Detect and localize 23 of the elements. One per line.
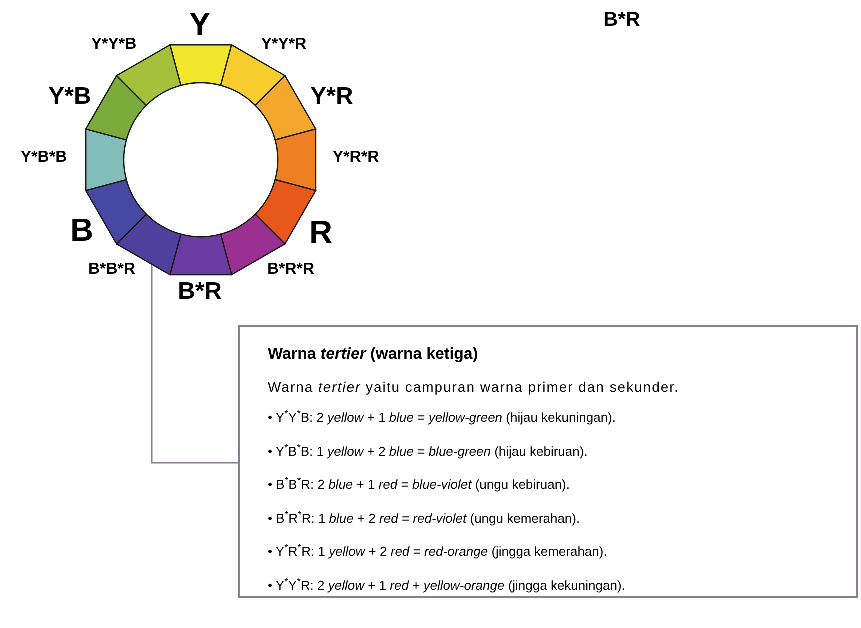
color-label: Y*Y*B [91,37,137,53]
color-label: Y*B*B [20,150,68,166]
bullet-item: • Y$^{*}$B$^{*}$B: 1 yellow + 2 blue = blue-green (hijau kebiruan). [268,442,588,461]
color-label: Y*B [48,85,92,109]
text-panel [238,325,858,598]
color-label: Y*Y*R [261,37,307,53]
bullet-item: • B$^{*}$R$^{*}$R: 1 blue + 2 red = red-violet (ungu kemerahan). [268,508,580,528]
color-label: B*B*R [88,262,136,278]
color-label: B*R*R [267,262,315,278]
bullet-item: • Y$^{*}$Y$^{*}$R: 2 yellow + 1 red + yellow-orange (jingga kekuningan). [268,576,626,595]
bullet-item: • B$^{*}$B$^{*}$R: 2 blue + 1 red = blue-violet (ungu kebiruan). [268,475,570,494]
bullet-item: • Y$^{*}$R$^{*}$R: 1 yellow + 2 red = red-orange (jingga kemerahan). [268,542,608,561]
color-label: B*R [604,10,640,30]
color-label: R [309,216,333,248]
intro-text: Warna tertier yaitu campuran warna primer dan sekunder. [268,378,680,397]
connector-line [151,265,238,464]
color-label: Y*R [310,85,354,109]
bullet-item: • Y$^{*}$Y$^{*}$B: 2 yellow + 1 blue = yellow-green (hijau kekuningan). [268,408,616,427]
color-label: B*R [178,280,222,304]
color-label: Y*R*R [332,150,380,166]
color-label: Y [189,8,211,40]
panel-heading: Warna tertier (warna ketiga) [268,345,478,365]
color-label: B [70,214,94,246]
